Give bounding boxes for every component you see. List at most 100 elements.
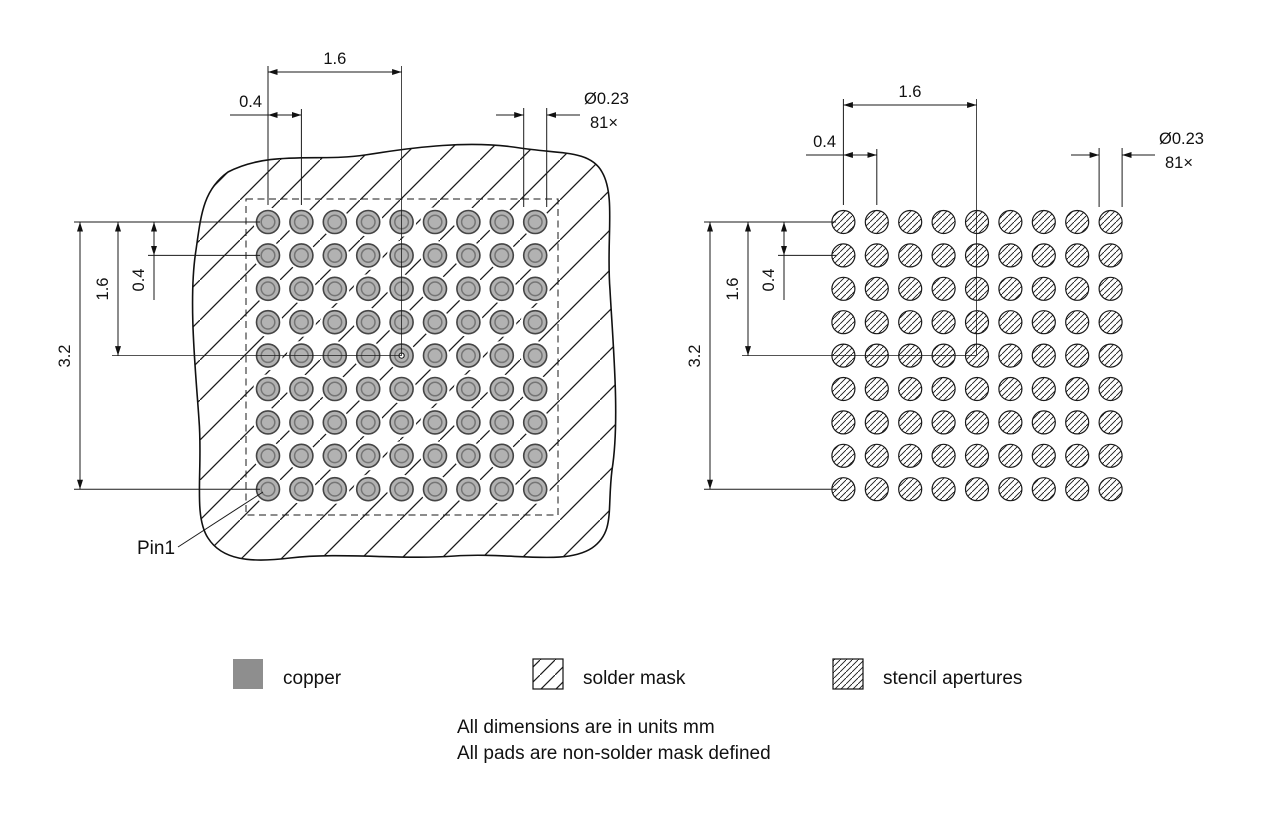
copper-pad-inner-ring <box>360 247 376 263</box>
copper-pad-inner-ring <box>494 314 510 330</box>
copper-pad <box>422 209 448 235</box>
legend-label-stencil-apertures: stencil apertures <box>883 668 1022 689</box>
stencil-aperture <box>1098 376 1123 402</box>
copper-pad-inner-ring <box>327 381 343 397</box>
copper-pad <box>422 276 448 302</box>
stencil-aperture <box>931 310 956 335</box>
stencil-aperture <box>1031 209 1056 235</box>
copper-pad <box>456 376 481 402</box>
stencil-aperture <box>864 443 889 468</box>
copper-pad-inner-ring <box>460 481 476 497</box>
copper-pad-inner-ring <box>427 414 443 430</box>
copper-pad-inner-ring <box>293 381 309 397</box>
stencil-aperture <box>831 376 856 402</box>
stencil-aperture-grid <box>831 209 1123 502</box>
copper-pad-inner-ring <box>394 381 410 397</box>
copper-pad-inner-ring <box>494 281 510 297</box>
stencil-aperture <box>1098 443 1123 468</box>
stencil-aperture <box>998 410 1023 435</box>
copper-pad-inner-ring <box>360 314 376 330</box>
dim-pad-count: 81× <box>590 114 618 132</box>
copper-pad <box>456 410 481 435</box>
copper-pad <box>289 209 314 235</box>
copper-pad-inner-ring <box>527 247 543 263</box>
stencil-aperture <box>1065 209 1090 235</box>
copper-pad <box>255 276 281 302</box>
copper-pad-inner-ring <box>327 481 343 497</box>
stencil-aperture <box>1065 477 1090 502</box>
copper-pad <box>522 343 548 368</box>
copper-pad-inner-ring <box>327 448 343 464</box>
stencil-aperture <box>898 443 923 468</box>
copper-pad-inner-ring <box>293 481 309 497</box>
copper-pad <box>422 476 448 502</box>
copper-pad <box>355 209 381 235</box>
copper-pad-inner-ring <box>394 481 410 497</box>
dim-pad-diameter: Ø0.23 <box>584 90 629 108</box>
copper-pad <box>489 343 515 368</box>
copper-pad <box>322 209 348 235</box>
copper-pad-inner-ring <box>427 381 443 397</box>
stencil-aperture <box>898 276 923 301</box>
copper-pad <box>322 243 348 268</box>
stencil-aperture <box>864 243 889 268</box>
copper-pad <box>355 476 381 502</box>
stencil-aperture <box>864 209 889 235</box>
copper-pad-inner-ring <box>360 381 376 397</box>
copper-pad <box>322 309 348 335</box>
stencil-aperture <box>998 477 1023 502</box>
dim-pitch-small-x: 0.4 <box>239 93 262 111</box>
stencil-aperture <box>998 310 1023 335</box>
copper-pad-inner-ring <box>260 314 276 330</box>
copper-pad <box>422 410 448 435</box>
copper-pad-inner-ring <box>260 481 276 497</box>
dim-pitch-small-y: 0.4 <box>760 269 778 292</box>
stencil-aperture <box>931 477 956 502</box>
copper-pad-inner-ring <box>260 214 276 230</box>
copper-pad <box>255 309 281 335</box>
copper-pad <box>522 443 548 469</box>
stencil-aperture <box>931 410 956 435</box>
dim-pitch-small-y: 0.4 <box>130 269 148 292</box>
stencil-aperture <box>998 443 1023 468</box>
stencil-aperture <box>931 443 956 468</box>
stencil-aperture <box>831 310 856 335</box>
copper-pad <box>422 243 448 268</box>
copper-pad-inner-ring <box>427 481 443 497</box>
copper-pad <box>489 476 515 502</box>
note-units: All dimensions are in units mm <box>457 717 715 738</box>
stencil-aperture <box>1031 343 1056 368</box>
copper-pad <box>255 376 281 402</box>
copper-pad-inner-ring <box>460 414 476 430</box>
copper-pad-inner-ring <box>260 247 276 263</box>
copper-pad <box>456 209 481 235</box>
copper-pad <box>289 376 314 402</box>
copper-pad-inner-ring <box>427 448 443 464</box>
stencil-aperture <box>1031 443 1056 468</box>
copper-pad <box>389 476 414 502</box>
stencil-aperture <box>931 376 956 402</box>
dim-pitch-x: 1.6 <box>899 83 922 101</box>
stencil-aperture <box>1098 243 1123 268</box>
copper-pad-inner-ring <box>494 448 510 464</box>
dim-pitch-y: 1.6 <box>94 278 112 301</box>
stencil-aperture <box>931 243 956 268</box>
copper-pad <box>489 309 515 335</box>
copper-pad <box>389 443 414 469</box>
copper-pad <box>522 410 548 435</box>
copper-pad-inner-ring <box>494 247 510 263</box>
copper-pad-inner-ring <box>327 214 343 230</box>
copper-pad <box>322 410 348 435</box>
copper-pad <box>289 276 314 302</box>
copper-pad-inner-ring <box>327 247 343 263</box>
copper-pad-inner-ring <box>293 314 309 330</box>
copper-pad-inner-ring <box>260 381 276 397</box>
copper-pad-inner-ring <box>527 348 543 364</box>
stencil-aperture <box>1065 276 1090 301</box>
copper-pad <box>355 309 381 335</box>
copper-pad <box>489 209 515 235</box>
copper-pad <box>289 243 314 268</box>
legend-label-copper: copper <box>283 668 342 689</box>
copper-pad-inner-ring <box>527 381 543 397</box>
